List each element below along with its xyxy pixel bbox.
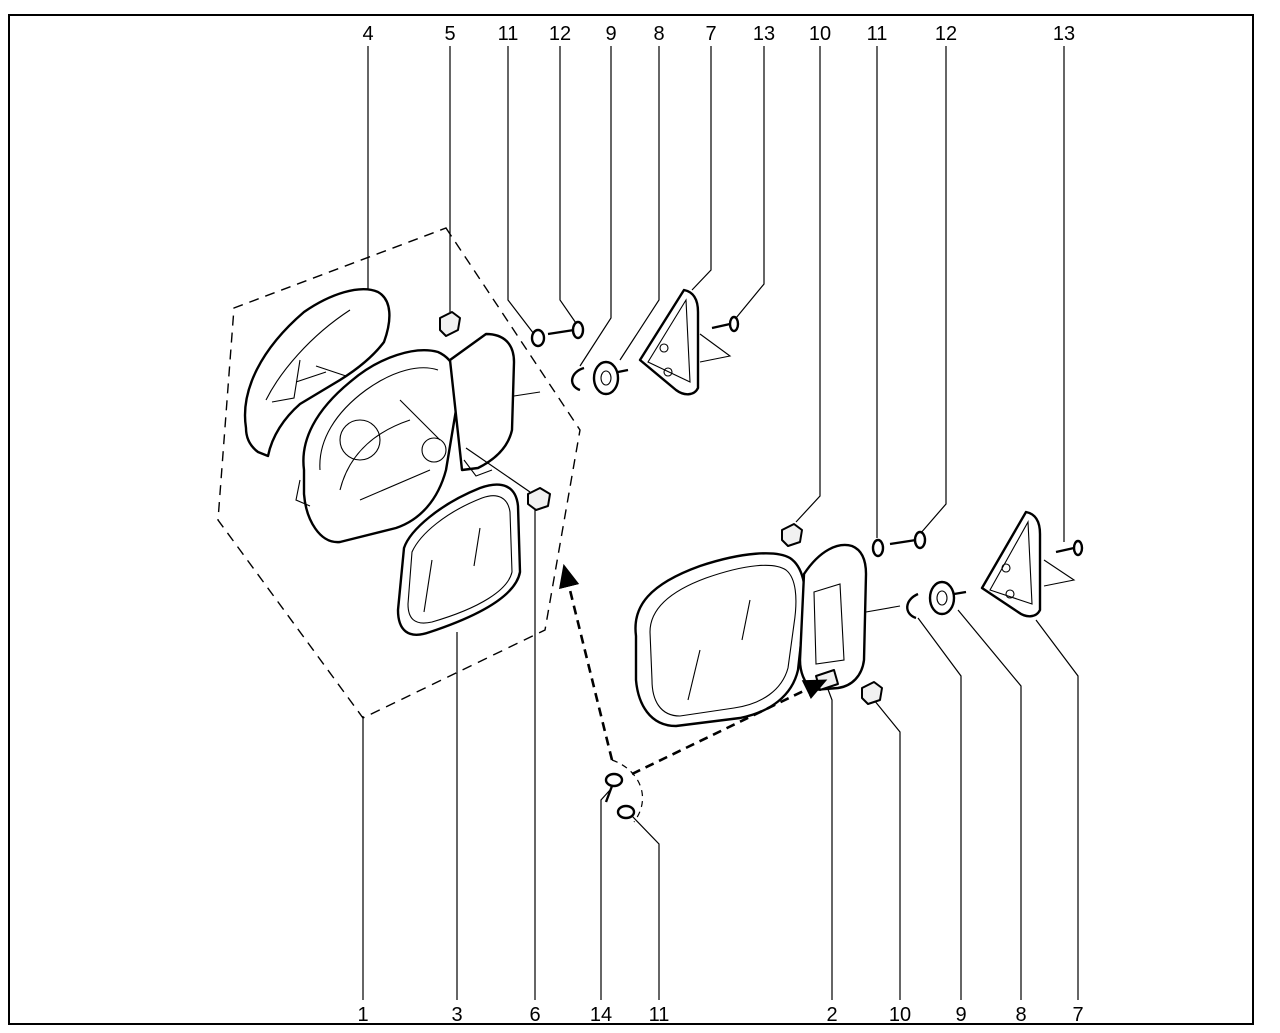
triangle-mount-7-right [980, 510, 1076, 618]
washer-11-top [530, 328, 546, 348]
callout-bottom-11: 11 [649, 1004, 670, 1026]
callout-top-12a: 12 [549, 23, 571, 45]
leader-lines-bottom [362, 510, 1079, 1000]
screw-12-right [889, 530, 927, 550]
washer-11-bottom [616, 804, 636, 820]
callout-bottom-3: 3 [451, 1004, 462, 1026]
callout-top-11a: 11 [498, 23, 519, 45]
callout-top-12b: 12 [935, 23, 957, 45]
callout-bottom-14: 14 [590, 1004, 612, 1026]
clip-6 [527, 487, 551, 511]
clip-5 [439, 311, 461, 337]
screw-14 [604, 772, 624, 803]
callout-top-13a: 13 [753, 23, 775, 45]
callout-top-10: 10 [809, 23, 831, 45]
callout-top-9: 9 [605, 23, 616, 45]
callout-bottom-10: 10 [889, 1004, 911, 1026]
callout-bottom-2: 2 [826, 1004, 837, 1026]
spring-clip-9-right [906, 592, 919, 620]
screw-12-top [547, 320, 585, 340]
washer-11-right [871, 538, 885, 558]
callout-bottom-1: 1 [357, 1004, 368, 1026]
clip-10-lower [861, 681, 883, 705]
complete-mirror-2 [634, 543, 901, 728]
callout-top-4: 4 [362, 23, 373, 45]
diagram-frame [8, 14, 1254, 1025]
assembly-arrow-to-left [559, 563, 614, 761]
mirror-glass-3 [396, 483, 522, 636]
callout-top-5: 5 [444, 23, 455, 45]
screw-13-right [1055, 539, 1084, 557]
callout-top-11b: 11 [867, 23, 888, 45]
bushing-8-right [928, 580, 967, 616]
callout-top-7: 7 [705, 23, 716, 45]
bushing-8-top [592, 360, 629, 396]
leader-lines-top [367, 46, 1065, 542]
clip-10-upper [781, 523, 803, 547]
callout-top-13b: 13 [1053, 23, 1075, 45]
callout-bottom-6: 6 [529, 1004, 540, 1026]
spring-clip-9-top [571, 366, 585, 392]
assembly-1-group-outline [217, 227, 581, 719]
callout-bottom-9: 9 [955, 1004, 966, 1026]
mirror-mount-arm-left [448, 332, 541, 477]
callout-bottom-8: 8 [1015, 1004, 1026, 1026]
callout-bottom-7: 7 [1072, 1004, 1083, 1026]
mirror-cover-cap-4 [243, 288, 391, 458]
screw-13-top [711, 315, 740, 333]
triangle-mount-7-top [638, 288, 732, 396]
assembly-arrow-to-right [631, 679, 828, 776]
callout-top-8: 8 [653, 23, 664, 45]
